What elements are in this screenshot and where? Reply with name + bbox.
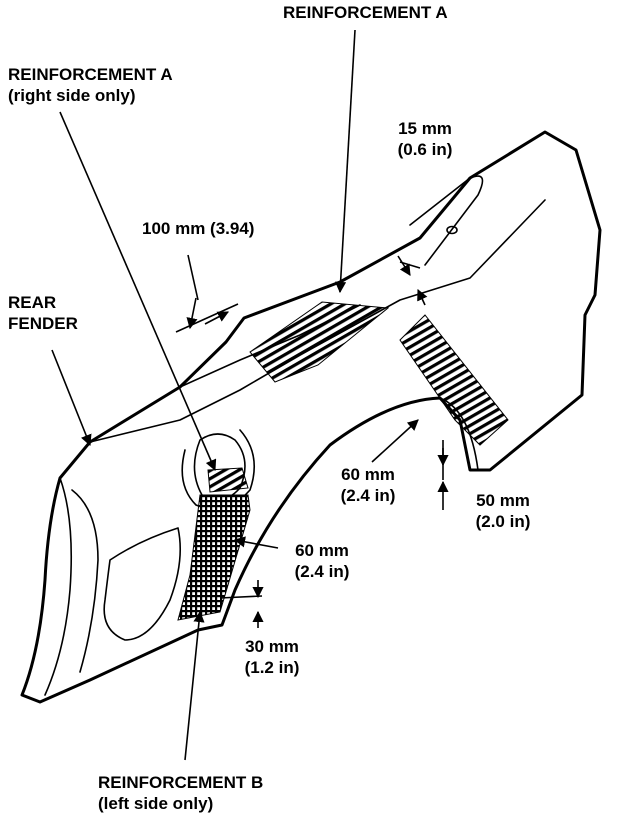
label-rear-fender-line2: FENDER [8, 314, 78, 333]
leader-d60-left [233, 536, 279, 549]
reinforcement-a-area-top [249, 301, 390, 383]
dim-60mm-right-line2: (2.4 in) [340, 486, 396, 505]
label-reinforcement-a-right-side: REINFORCEMENT A (right side only) [8, 64, 173, 106]
dim-30mm-line2: (1.2 in) [244, 658, 300, 677]
dim-60mm-left-line2: (2.4 in) [294, 562, 350, 581]
dim-100mm: 100 mm (3.94) [142, 219, 255, 238]
leader-lines [51, 29, 419, 761]
hatched-areas [177, 301, 509, 621]
dim-15-arrow-b [417, 288, 428, 306]
dim-30mm-line1: 30 mm [245, 637, 299, 656]
dim-50mm-line2: (2.0 in) [475, 512, 531, 531]
label-reinforcement-b-line1: REINFORCEMENT B [98, 773, 264, 792]
dim-50mm-line1: 50 mm [476, 491, 530, 510]
leader-rear-fender [51, 349, 92, 447]
dim-15-arrow-a [397, 255, 411, 276]
label-rear-fender: REAR FENDER [8, 292, 78, 334]
label-reinforcement-a-top: REINFORCEMENT A [283, 3, 448, 22]
reinforcement-a-area-right [399, 314, 509, 446]
label-reinforcement-a-right-side-line1: REINFORCEMENT A [8, 65, 173, 84]
dim-15mm-line2: (0.6 in) [397, 140, 453, 159]
leader-reinforcement-b [184, 610, 205, 761]
fender-panel [20, 130, 602, 704]
dim-100-arrow-a [186, 297, 198, 330]
reinforcement-b-area [177, 494, 251, 621]
leader-d60-right [371, 419, 419, 463]
label-reinforcement-b: REINFORCEMENT B (left side only) [98, 772, 263, 814]
dim-100-arrow-b [204, 311, 229, 325]
label-reinforcement-a-right-side-line2: (right side only) [8, 86, 136, 105]
dim-60mm-left-line1: 60 mm [295, 541, 349, 560]
reinforcement-a-area-arch [207, 467, 249, 493]
dim-50mm: 50 mm (2.0 in) [458, 490, 548, 532]
dim-30mm: 30 mm (1.2 in) [232, 636, 312, 678]
label-rear-fender-line1: REAR [8, 293, 57, 312]
dim-60mm-right-line1: 60 mm [341, 465, 395, 484]
dim-60mm-right: 60 mm (2.4 in) [322, 464, 414, 506]
leader-reinforcement-a-top [334, 29, 356, 294]
dim-15mm: 15 mm (0.6 in) [385, 118, 465, 160]
dim-15mm-line1: 15 mm [398, 119, 452, 138]
dimension-lines [175, 254, 449, 628]
dim-60mm-left: 60 mm (2.4 in) [276, 540, 368, 582]
label-reinforcement-b-line2: (left side only) [98, 794, 214, 813]
leader-reinforcement-a-right [59, 111, 217, 472]
